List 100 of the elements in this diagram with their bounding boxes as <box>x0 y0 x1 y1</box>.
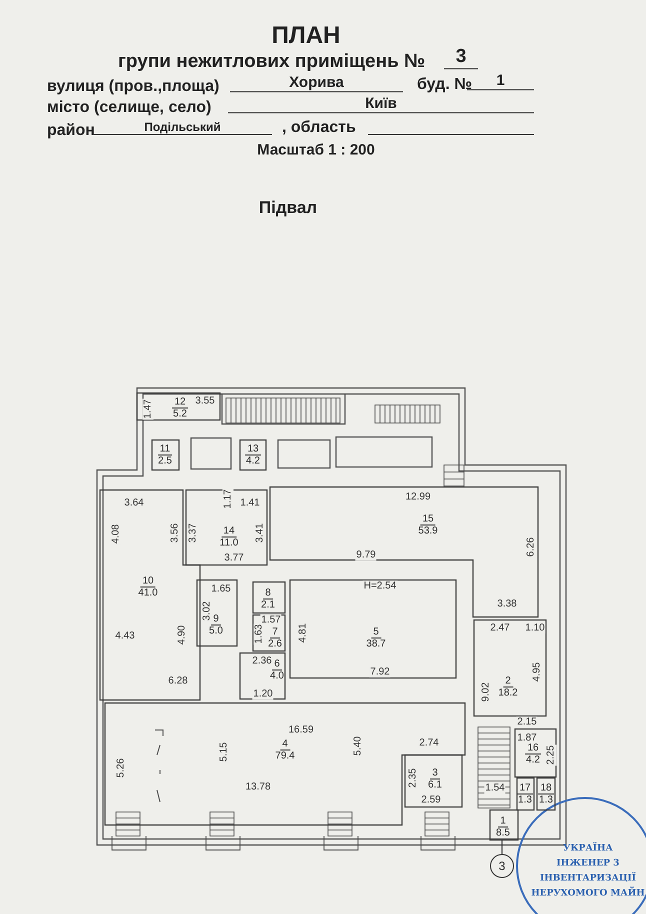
dimension-label: 3.77 <box>223 552 245 564</box>
room-area: 79.4 <box>273 750 297 762</box>
dimension-label: 9.02 <box>480 681 492 703</box>
dimension-label: 3.38 <box>496 598 518 610</box>
dimension-label: 9.79 <box>355 550 377 560</box>
dimension-label: 3.37 <box>188 522 198 544</box>
room-area: 4.2 <box>244 456 262 466</box>
room-area: 53.9 <box>416 526 440 536</box>
form-label: Підвал <box>258 198 318 218</box>
dimension-label: 1.20 <box>252 688 274 700</box>
dimension-label: 1.10 <box>524 622 546 634</box>
form-label: вулиця (пров.,площа) <box>47 78 220 96</box>
leader-line <box>501 840 503 854</box>
dimension-label: 4.81 <box>298 622 308 644</box>
dimension-label: 3.64 <box>123 498 145 508</box>
dimension-label: 1.63 <box>254 623 264 645</box>
room-outline <box>490 810 518 840</box>
room-area: 2.1 <box>259 600 277 610</box>
room-number: 11 <box>158 444 172 456</box>
dimension-label: 16.59 <box>287 724 315 736</box>
room-number: 7 <box>270 626 280 638</box>
fill-in-line: 3 <box>444 46 478 70</box>
room-number: 1 <box>498 816 508 828</box>
room-number: 10 <box>140 576 156 588</box>
room-number: 5 <box>371 626 381 638</box>
dimension-label: 1.65 <box>210 584 232 594</box>
form-label: місто (селище, село) <box>47 99 212 117</box>
dimension-label: 1.87 <box>516 732 538 744</box>
dimension-label: 2.74 <box>418 738 440 748</box>
room-outline <box>253 582 285 613</box>
room-outline <box>474 620 546 716</box>
room-area: 38.7 <box>364 638 388 650</box>
room-number: 2 <box>503 676 513 688</box>
room-outline <box>152 440 179 470</box>
stamp-text: УКРАЇНА <box>563 844 613 854</box>
dimension-label: H=2.54 <box>362 580 398 592</box>
dimension-label: 4.90 <box>176 624 188 646</box>
dimension-label: 6.26 <box>526 536 536 558</box>
room-number: 3 <box>430 768 440 780</box>
dimension-label: 5.40 <box>352 735 364 757</box>
title: ПЛАН <box>272 22 340 50</box>
form-label: групи нежитлових приміщень № <box>118 51 426 73</box>
dimension-label: 4.95 <box>532 661 542 683</box>
room-number: 18 <box>538 782 554 794</box>
dimension-label: 1.17 <box>222 488 234 510</box>
room-area: 11.0 <box>218 538 240 548</box>
room-area: 4.2 <box>524 754 542 766</box>
stamp-text: ІНВЕНТАРИЗАЦІЇ <box>540 874 636 884</box>
room-outline <box>517 778 534 810</box>
dimension-label: 3.02 <box>202 600 212 622</box>
room-number: 17 <box>517 782 533 794</box>
dimension-label: 1.57 <box>260 614 282 626</box>
stamp-text: НЕРУХОМОГО МАЙН <box>531 888 645 900</box>
form-label: Масштаб 1 : 200 <box>257 142 375 158</box>
room-number: 4 <box>280 738 290 750</box>
dimension-label: 6.28 <box>167 676 189 686</box>
room-area: 8.5 <box>494 828 512 838</box>
room-area: 2.6 <box>266 638 284 650</box>
dimension-label: 5.26 <box>116 757 126 779</box>
dimension-label: 1.54 <box>484 782 506 794</box>
dimension-label: 1.47 <box>142 398 154 420</box>
dimension-label: 2.59 <box>420 794 442 806</box>
dimension-label: 2.36 <box>251 656 273 666</box>
room-area: 4.0 <box>268 670 286 682</box>
room-area: 5.2 <box>171 408 189 420</box>
room-outline <box>100 490 200 700</box>
dimension-label: 13.78 <box>244 782 272 792</box>
dimension-label: 2.15 <box>516 716 538 728</box>
stamp-text: ІНЖЕНЕР 3 <box>556 858 620 870</box>
room-area: 41.0 <box>136 588 160 598</box>
room-number: 12 <box>172 396 188 408</box>
room-area: 1.3 <box>537 794 555 806</box>
room-outline <box>105 703 465 825</box>
dimension-label: 2.47 <box>489 622 511 634</box>
dimension-label: 5.15 <box>218 741 230 763</box>
section-marker: 3 <box>490 854 514 878</box>
dimension-label: 2.25 <box>546 744 556 766</box>
dimension-label: 7.92 <box>369 666 391 678</box>
fill-in-line: Київ <box>228 95 534 114</box>
room-outline <box>240 440 266 470</box>
room-area: 5.0 <box>207 626 225 636</box>
room-outline <box>290 580 456 678</box>
dimension-label: 3.41 <box>254 522 266 544</box>
room-area: 1.3 <box>516 794 534 806</box>
fill-in-line: Подільський <box>93 120 272 135</box>
dimension-label: 3.56 <box>170 522 180 544</box>
dimension-label: 4.43 <box>114 630 136 642</box>
dimension-label: 4.08 <box>110 523 122 545</box>
room-number: 15 <box>420 514 436 526</box>
room-number: 14 <box>221 526 237 538</box>
dimension-label: 1.41 <box>239 498 261 508</box>
room-outline <box>537 778 555 810</box>
room-area: 6.1 <box>426 780 444 790</box>
room-area: 18.2 <box>496 688 520 698</box>
dimension-label: 2.35 <box>408 767 418 789</box>
dimension-label: 12.99 <box>404 492 432 502</box>
room-area: 2.5 <box>156 456 174 466</box>
form-label: , область <box>282 119 356 137</box>
room-number: 8 <box>263 588 273 600</box>
form-label: район <box>47 122 95 140</box>
